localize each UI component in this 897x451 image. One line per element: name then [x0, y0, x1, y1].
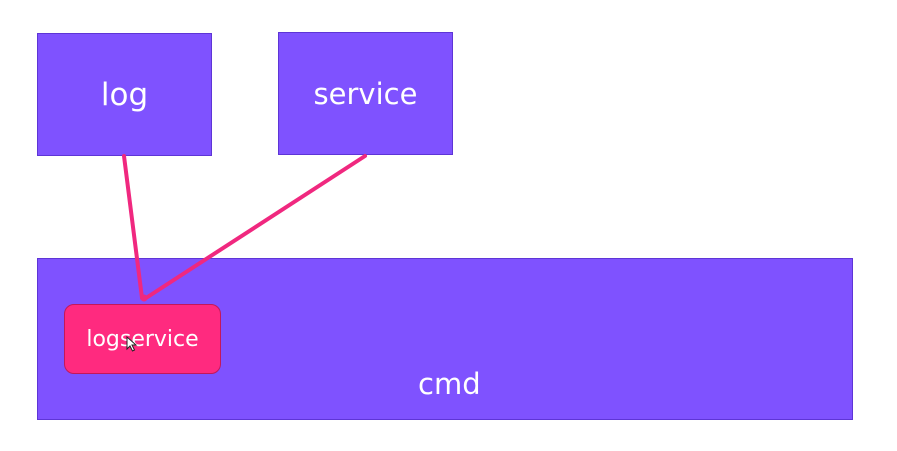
logservice-box: logservice	[64, 304, 221, 374]
log-module-label: log	[100, 76, 149, 113]
log-module-box: log	[37, 33, 212, 156]
mouse-pointer-icon	[126, 336, 138, 352]
logservice-label: logservice	[86, 326, 199, 352]
cmd-module-label: cmd	[418, 367, 481, 401]
service-module-label: service	[313, 76, 418, 111]
service-module-box: service	[278, 32, 453, 155]
